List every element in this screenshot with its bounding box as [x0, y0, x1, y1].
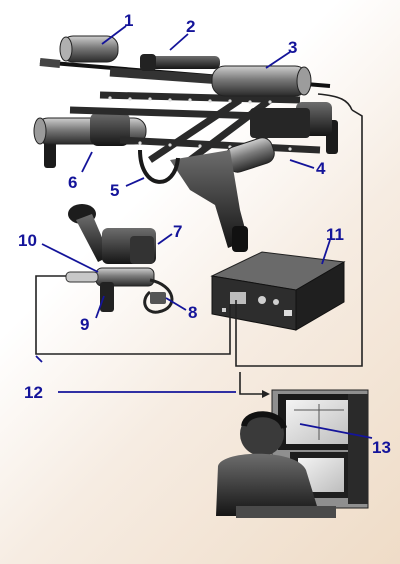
- callout-8: 8: [165, 297, 197, 322]
- eyepiece-assembly: [65, 204, 174, 314]
- callout-6: 6: [68, 151, 93, 192]
- callout-2: 2: [169, 17, 195, 51]
- callout-labels: 1 2 3 4 5 6 7 8: [18, 11, 391, 457]
- svg-text:8: 8: [188, 303, 197, 322]
- monitor-station: [216, 389, 369, 518]
- svg-text:3: 3: [288, 38, 297, 57]
- svg-text:4: 4: [316, 159, 326, 178]
- svg-text:11: 11: [326, 225, 344, 244]
- callout-10: 10: [18, 231, 99, 273]
- svg-text:1: 1: [124, 11, 133, 30]
- callout-9: 9: [80, 295, 105, 334]
- svg-text:5: 5: [110, 181, 119, 200]
- svg-text:6: 6: [68, 173, 77, 192]
- callout-4: 4: [289, 159, 326, 178]
- callout-3: 3: [265, 38, 297, 69]
- svg-text:12: 12: [24, 383, 43, 402]
- callout-7: 7: [157, 222, 182, 245]
- svg-text:10: 10: [18, 231, 37, 250]
- rifle-mount-assembly: [33, 35, 353, 252]
- svg-text:9: 9: [80, 315, 89, 334]
- callout-1: 1: [101, 11, 133, 45]
- connection-cables: [35, 109, 363, 398]
- svg-text:7: 7: [173, 222, 182, 241]
- svg-text:13: 13: [372, 438, 391, 457]
- callout-13: 13: [299, 423, 391, 457]
- control-unit: [210, 251, 346, 331]
- callout-12: 12: [24, 355, 236, 402]
- callout-11: 11: [321, 225, 344, 265]
- callout-5: 5: [110, 177, 145, 200]
- svg-text:2: 2: [186, 17, 195, 36]
